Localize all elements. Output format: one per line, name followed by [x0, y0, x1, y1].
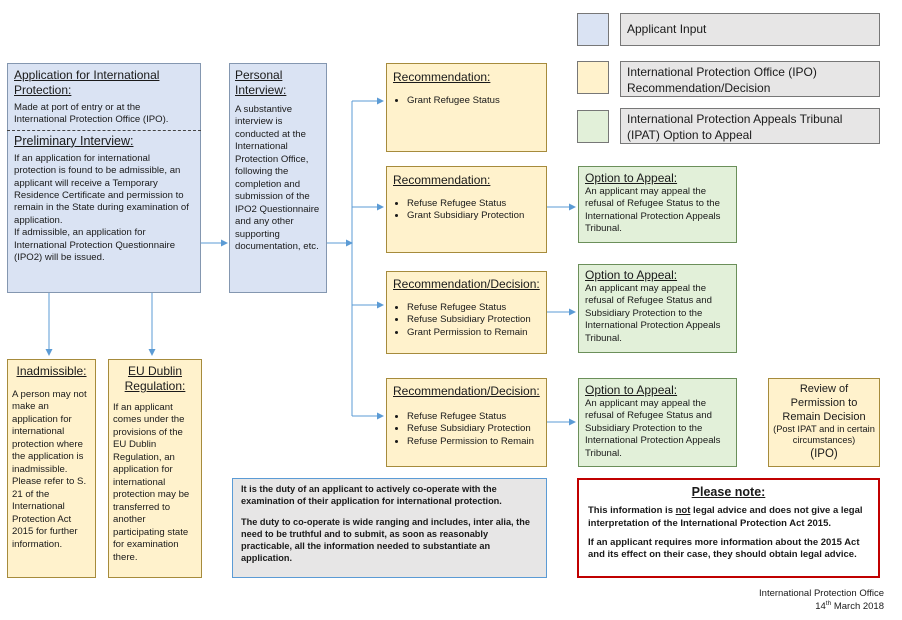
application-title: Application for International Protection…	[14, 68, 160, 97]
appeal-text-1: An applicant may appeal the refusal of R…	[585, 186, 721, 235]
legend-label-ipo: International Protection Office (IPO) Re…	[620, 61, 880, 97]
dublin-box: EU Dublin Regulation: If an applicant co…	[108, 359, 202, 578]
appeal-title-2: Option to Appeal:	[585, 268, 678, 282]
personal-interview-text: A substantive interview is conducted at …	[235, 104, 320, 253]
recommendation-item: Refuse Subsidiary Protection	[407, 314, 540, 326]
note-text-2: If an applicant requires more informatio…	[588, 536, 860, 561]
legend-label-ipat: International Protection Appeals Tribuna…	[620, 108, 880, 144]
review-title: Review of Permission to Remain Decision	[782, 383, 866, 423]
appeal-title-3: Option to Appeal:	[585, 383, 678, 397]
preliminary-interview-title: Preliminary Interview:	[14, 133, 134, 148]
footer-date-suffix: th	[825, 600, 832, 608]
inadmissible-title: Inadmissible:	[16, 364, 87, 378]
legend-text-applicant: Applicant Input	[627, 22, 707, 36]
recommendation-item: Refuse Refugee Status	[407, 198, 540, 210]
appeal-box-2: Option to Appeal: An applicant may appea…	[578, 264, 737, 353]
review-subtitle: (Post IPAT and in certain circumstances)	[773, 424, 875, 446]
personal-interview-title: Personal Interview:	[235, 68, 287, 97]
recommendation-list-2: Refuse Refugee Status Grant Subsidiary P…	[393, 198, 540, 223]
application-box: Application for International Protection…	[7, 63, 201, 293]
appeal-title-1: Option to Appeal:	[585, 171, 678, 185]
recommendation-title-3: Recommendation/Decision:	[393, 277, 540, 291]
appeal-text-3: An applicant may appeal the refusal of R…	[585, 398, 721, 459]
recommendation-list-3: Refuse Refugee Status Refuse Subsidiary …	[393, 302, 540, 339]
legend-swatch-ipat	[577, 110, 609, 143]
note-title: Please note:	[691, 485, 766, 499]
application-text: Made at port of entry or at the Internat…	[14, 102, 169, 126]
preliminary-interview-text: If an application for international prot…	[14, 152, 189, 226]
note-box: Please note: This information is not leg…	[577, 478, 880, 578]
note-text-1-pre: This information is	[588, 505, 676, 517]
note-text-1-post: legal advice and does not give a legal i…	[588, 505, 863, 529]
recommendation-item: Refuse Permission to Remain	[407, 436, 540, 448]
footer-date-day: 14	[815, 601, 826, 613]
duty-text-2: The duty to co-operate is wide ranging a…	[241, 516, 530, 563]
recommendation-title-4: Recommendation/Decision:	[393, 384, 540, 398]
dashed-divider	[7, 129, 201, 131]
recommendation-item: Grant Permission to Remain	[407, 327, 540, 339]
note-text-1-not: not	[675, 505, 691, 517]
recommendation-item: Refuse Subsidiary Protection	[407, 423, 540, 435]
recommendation-box-2: Recommendation: Refuse Refugee Status Gr…	[386, 166, 547, 253]
duty-text-1: It is the duty of an applicant to active…	[241, 484, 502, 506]
appeal-text-2: An applicant may appeal the refusal of R…	[585, 283, 721, 344]
duty-box: It is the duty of an applicant to active…	[232, 478, 547, 578]
recommendation-item: Grant Subsidiary Protection	[407, 210, 540, 222]
legend-text-ipat: International Protection Appeals Tribuna…	[627, 112, 843, 142]
review-box: Review of Permission to Remain Decision …	[768, 378, 880, 467]
note-text-1: This information is not legal advice and…	[588, 505, 869, 530]
footer-date-month-year: March 2018	[831, 601, 884, 613]
inadmissible-box: Inadmissible: A person may not make an a…	[7, 359, 96, 578]
legend-swatch-applicant	[577, 13, 609, 46]
recommendation-box-3: Recommendation/Decision: Refuse Refugee …	[386, 271, 547, 354]
inadmissible-text: A person may not make an application for…	[12, 389, 87, 550]
legend-label-applicant: Applicant Input	[620, 13, 880, 46]
review-ipo: (IPO)	[810, 447, 838, 460]
appeal-box-3: Option to Appeal: An applicant may appea…	[578, 378, 737, 467]
recommendation-item: Grant Refugee Status	[407, 95, 540, 107]
dublin-title: EU Dublin Regulation:	[124, 364, 186, 393]
recommendation-item: Refuse Refugee Status	[407, 411, 540, 423]
recommendation-title-2: Recommendation:	[393, 173, 491, 187]
recommendation-box-1: Recommendation: Grant Refugee Status	[386, 63, 547, 152]
appeal-box-1: Option to Appeal: An applicant may appea…	[578, 166, 737, 243]
footer: International Protection Office 14th Mar…	[759, 588, 884, 614]
preliminary-interview-text-2: If admissible, an application for Intern…	[14, 227, 176, 264]
recommendation-title-1: Recommendation:	[393, 70, 491, 84]
personal-interview-box: Personal Interview: A substantive interv…	[229, 63, 327, 293]
dublin-text: If an applicant comes under the provisio…	[113, 402, 190, 563]
recommendation-box-4: Recommendation/Decision: Refuse Refugee …	[386, 378, 547, 467]
footer-office: International Protection Office	[759, 588, 884, 599]
recommendation-item: Refuse Refugee Status	[407, 302, 540, 314]
legend-swatch-ipo	[577, 61, 609, 94]
legend-text-ipo: International Protection Office (IPO) Re…	[627, 65, 817, 95]
recommendation-list-4: Refuse Refugee Status Refuse Subsidiary …	[393, 411, 540, 448]
footer-date: 14th March 2018	[759, 600, 884, 614]
recommendation-list-1: Grant Refugee Status	[393, 95, 540, 107]
